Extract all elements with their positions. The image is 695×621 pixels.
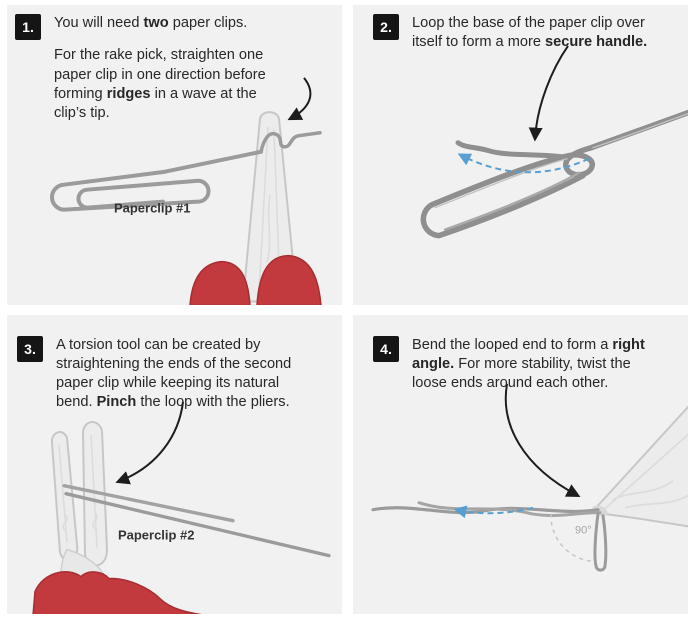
step-text: A torsion tool can be created by straigh… [56,336,292,411]
twisted-wire-a [371,505,600,514]
step-instructions: Loop the base of the paper clip over its… [412,14,670,53]
pointer-arrow [528,45,569,142]
paperclip-body [420,109,688,239]
step-panel-1: Paperclip #1 1. You will need two paper … [7,5,342,305]
step-number-badge: 1. [15,14,41,40]
paperclip-body [50,149,263,212]
step-1-illustration: Paperclip #1 [50,77,322,305]
step-instructions: You will need two paper clips. For the r… [54,14,286,123]
step-number-badge: 2. [373,14,399,40]
angle-arc [550,513,596,562]
wire-highlight [434,112,688,209]
motion-arrow [453,504,534,518]
paperclip-1-label: Paperclip #1 [114,201,190,216]
pliers-handle-right [256,254,322,305]
step-2-illustration [420,45,688,239]
twisted-wire-b [417,500,602,517]
step-1-caption: 1. You will need two paper clips. For th… [7,5,342,123]
step-text: Loop the base of the paper clip over its… [412,15,648,51]
paperclip-loose-end [455,140,572,161]
paperclip-1 [50,131,322,212]
pliers [32,420,206,614]
step-3-caption: 3. A torsion tool can be created by stra… [7,315,342,413]
step-panel-4: 90° 4. Bend the looped end to form a rig… [353,314,688,614]
pliers [592,405,688,527]
step-3-illustration: Paperclip #2 [32,401,331,614]
step-4-illustration: 90° [371,383,688,572]
step-2-caption: 2. Loop the base of the paper clip over … [353,5,688,53]
step-number-badge: 4. [373,335,399,362]
step-text: You will need two paper clips. [54,15,248,31]
paperclip-inner-wire [443,171,581,231]
pliers-handle [32,570,206,614]
paperclip-ridged-tip [259,131,322,154]
angle-label: 90° [575,524,592,536]
step-panel-2: 2. Loop the base of the paper clip over … [353,5,688,305]
paperclip-end-lower [64,491,331,557]
paperclip-bent [371,500,608,572]
right-angle-loop [593,511,608,572]
paperclip-2-label: Paperclip #2 [118,527,194,542]
pliers-jaw [594,405,688,527]
step-text: For the rake pick, straighten one paper … [54,47,266,121]
pliers-handle-left [189,260,251,305]
step-number-badge: 3. [17,335,43,362]
paperclip-2 [62,483,331,557]
step-text: Bend the looped end to form a right angl… [412,336,645,392]
step-instructions: A torsion tool can be created by straigh… [56,336,310,413]
paperclip-end-upper [62,483,235,522]
paperclip-looped-handle [420,109,688,239]
pointer-arrow [504,383,581,497]
pointer-arrow [115,401,184,484]
pliers-jaw-detail [604,432,688,509]
step-instructions: Bend the looped end to form a right angl… [412,336,666,394]
step-4-caption: 4. Bend the looped end to form a right a… [353,315,688,394]
motion-arrow [457,153,590,174]
pliers [189,111,322,305]
pointer-arrow [287,77,312,121]
step-panel-3: Paperclip #2 3. A torsion tool can be cr… [7,314,342,614]
